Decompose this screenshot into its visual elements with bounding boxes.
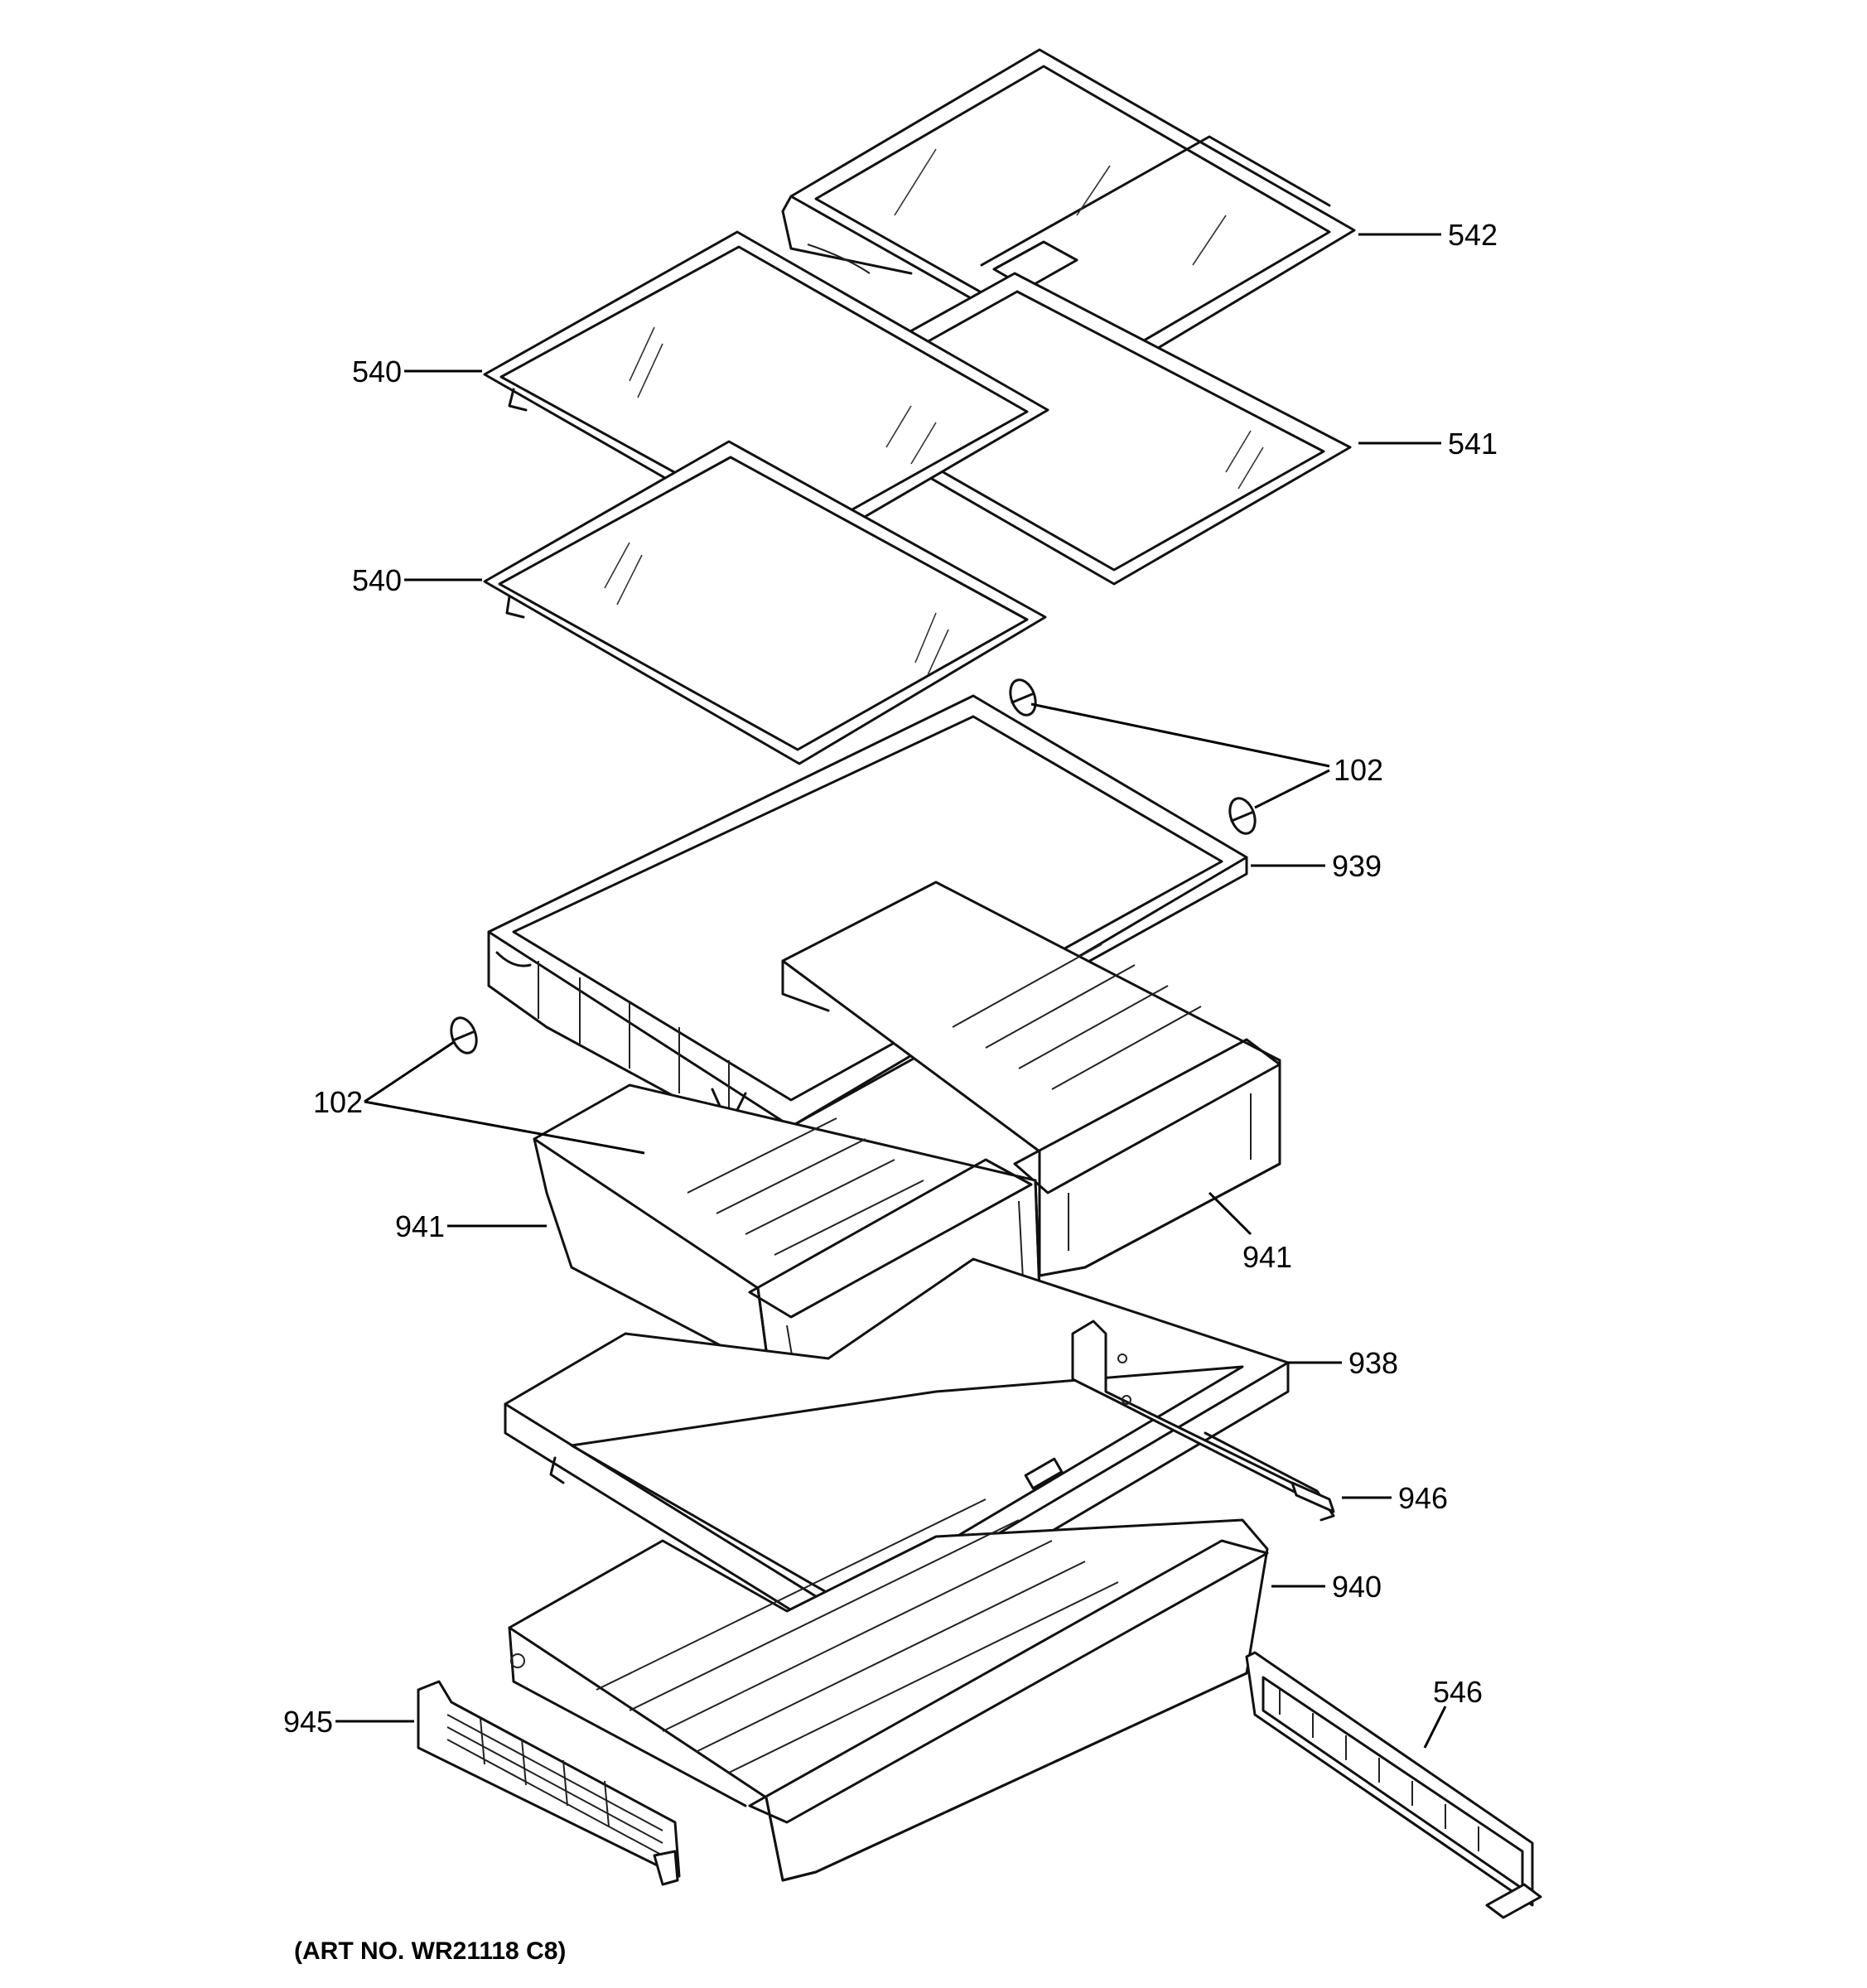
art-number: (ART NO. WR21118 C8) <box>294 1937 566 1965</box>
label-540-lower: 540 <box>352 563 402 597</box>
label-941-right: 941 <box>1242 1240 1292 1274</box>
shelf-540-lower <box>483 440 1047 765</box>
part-labels: 542 540 541 540 102 939 102 941 941 938 … <box>283 218 1498 1965</box>
label-540-upper: 540 <box>352 355 402 388</box>
label-939: 939 <box>1332 849 1382 883</box>
label-946: 946 <box>1398 1481 1448 1515</box>
label-945: 945 <box>283 1705 333 1739</box>
stop-pin-102-left-a <box>450 1016 478 1054</box>
stop-pin-102-upper <box>1009 678 1037 717</box>
label-941-left: 941 <box>395 1209 445 1243</box>
label-938: 938 <box>1348 1346 1398 1380</box>
stop-pin-102-lower <box>1228 797 1257 835</box>
leader-lines <box>335 233 1447 1749</box>
grille-945 <box>417 1680 681 1886</box>
pan-940 <box>508 1498 1269 1882</box>
label-546: 546 <box>1433 1675 1483 1709</box>
label-541: 541 <box>1448 427 1498 461</box>
label-542: 542 <box>1448 218 1498 252</box>
divider-546 <box>1245 1651 1542 1919</box>
label-940: 940 <box>1332 1570 1382 1604</box>
slide-rail-946 <box>1071 1320 1335 1522</box>
label-102-left: 102 <box>313 1085 363 1119</box>
label-102-right: 102 <box>1334 753 1383 787</box>
pan-941-right <box>781 881 1281 1277</box>
shelf-540-upper <box>483 230 1049 557</box>
